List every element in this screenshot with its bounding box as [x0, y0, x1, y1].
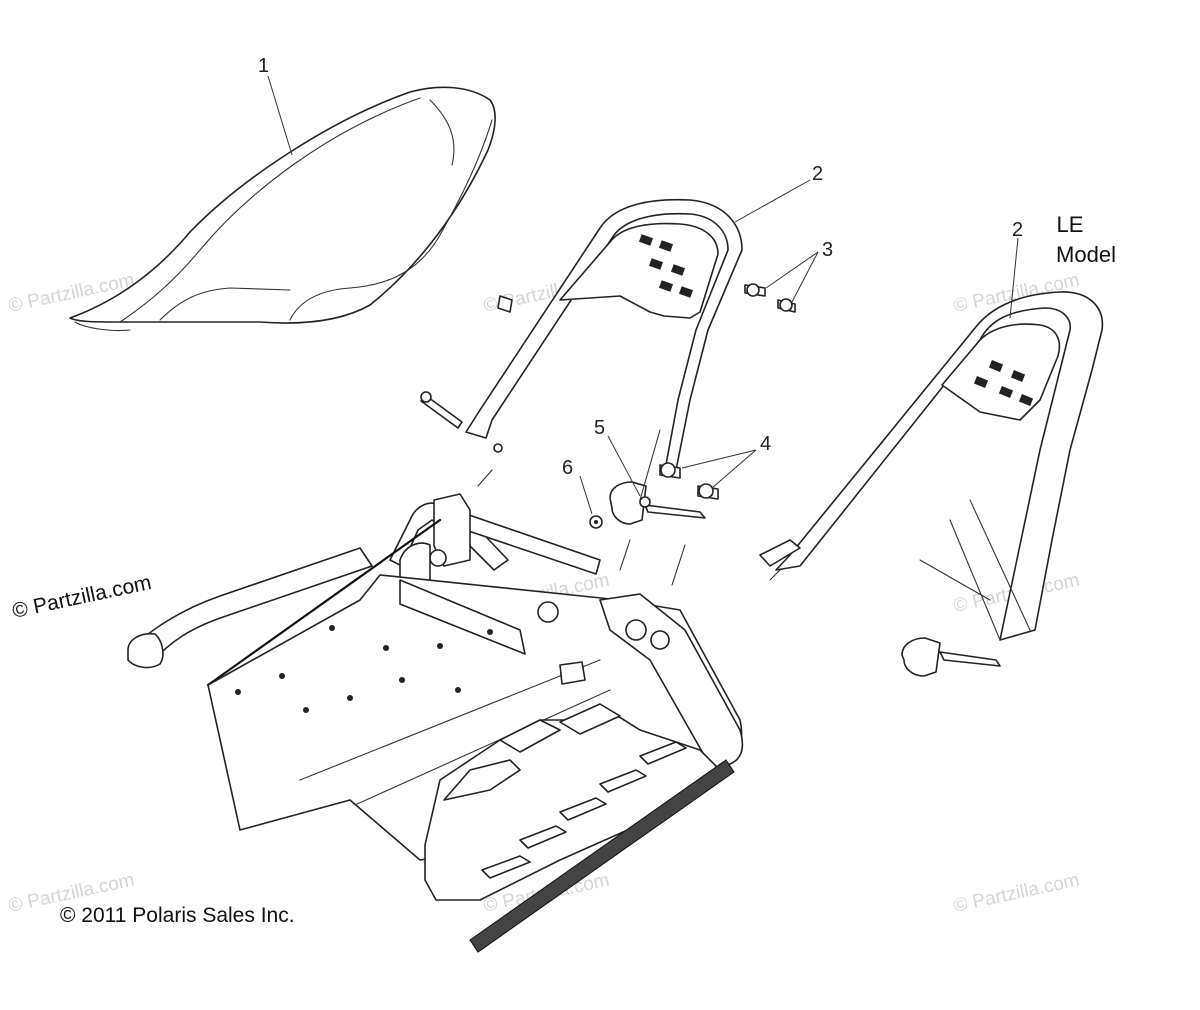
copyright-notice: © 2011 Polaris Sales Inc.: [60, 904, 295, 927]
le-model-line1: LE: [1057, 212, 1084, 237]
bolts-4-part: [659, 462, 719, 500]
watermark-bottom-right: © Partzilla.com: [952, 870, 1082, 917]
callout-4: 4: [760, 433, 771, 455]
bolts-3-part: [744, 283, 796, 313]
le-rack-part: [759, 291, 1104, 677]
callout-2-le: 2: [1012, 219, 1023, 241]
callout-5: 5: [594, 417, 605, 439]
callout-3: 3: [822, 239, 833, 261]
frame-bolts: [420, 295, 513, 453]
seat-part: [69, 86, 496, 332]
frame-assembly: [127, 493, 744, 953]
callout-6: 6: [562, 457, 573, 479]
callout-1: 1: [258, 55, 269, 77]
leader-lines: [267, 75, 1019, 515]
part-5: [639, 496, 651, 508]
callouts: 1 2 3 4 5 6 2 LE Model: [258, 55, 1116, 479]
partzilla-watermark: © Partzilla.com: [10, 571, 153, 623]
le-model-line2: Model: [1056, 242, 1116, 267]
rear-rack-part: [465, 198, 743, 586]
callout-2: 2: [812, 163, 823, 185]
part-6: [589, 515, 603, 529]
